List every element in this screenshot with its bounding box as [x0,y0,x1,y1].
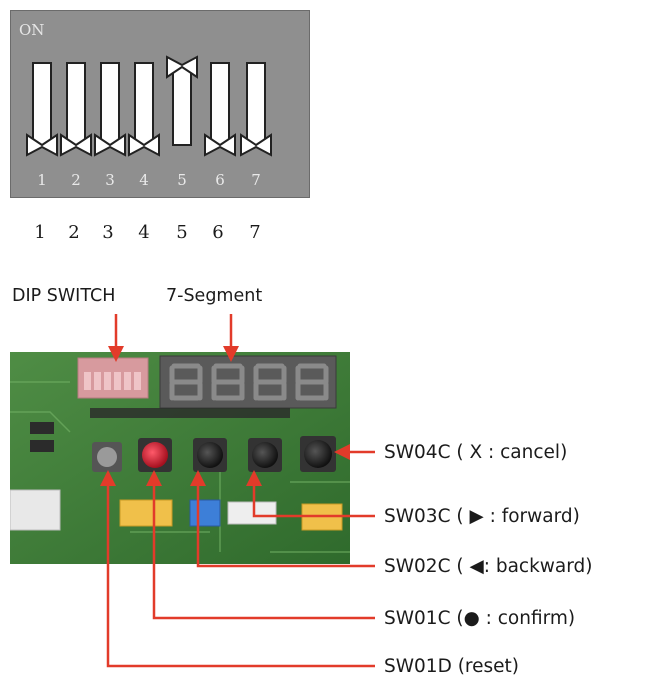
sw02c-prefix: SW02C ( [384,556,464,577]
dip-switch-levers [26,55,272,157]
board-connector-yellow [119,499,173,527]
dip-inner-number-5: 5 [177,171,187,189]
sw03c-suffix: : forward) [489,506,580,527]
sw01d-callout: SW01D (reset) [384,656,519,677]
sw04c-callout: SW04C ( X : cancel) [384,442,568,463]
control-board-illustration [10,352,350,564]
backward-triangle-icon: ◀ [469,556,484,577]
dip-outer-number-3: 3 [102,222,114,243]
sw03c-callout: SW03C ( ▶ : forward) [384,506,580,527]
dip-switch-panel: ON 1 2 3 4 [10,10,310,198]
dip-outer-number-5: 5 [176,222,188,243]
dip-on-label: ON [19,21,45,39]
dip-switch-1[interactable] [26,62,58,157]
dip-inner-number-2: 2 [71,171,81,189]
sw02c-line [196,482,375,568]
seven-segment-label: 7-Segment [166,286,263,306]
dip-outer-number-1: 1 [34,222,46,243]
sw03c-arrowhead [246,470,262,486]
sw03c-line [252,482,375,518]
sw01c-arrowhead [146,470,162,486]
dip-outer-number-2: 2 [68,222,80,243]
dip-inner-number-1: 1 [37,171,47,189]
dip-switch-arrowhead [108,346,124,362]
dip-outer-number-6: 6 [212,222,224,243]
dip-inner-number-7: 7 [251,171,261,189]
dip-inner-number-3: 3 [105,171,115,189]
board-connector-blue [189,499,221,527]
sw02c-arrowhead [190,470,206,486]
control-board-photo [10,352,350,564]
confirm-dot-icon: ● [463,608,480,629]
dip-inner-number-6: 6 [215,171,225,189]
dip-switch-label: DIP SWITCH [12,286,116,306]
sw01c-prefix: SW01C ( [384,608,464,629]
dip-outer-number-7: 7 [249,222,261,243]
dip-switch-6[interactable] [204,62,236,157]
sw03c-prefix: SW03C ( [384,506,464,527]
dip-inner-number-4: 4 [139,171,149,189]
sw04c-arrowhead [334,444,350,460]
dip-switch-2[interactable] [60,62,92,157]
dip-switch-5[interactable] [166,55,198,146]
sw01c-line [152,482,375,620]
dip-switch-3[interactable] [94,62,126,157]
dip-switch-7[interactable] [240,62,272,157]
sw02c-suffix: : backward) [483,556,593,577]
dip-outer-number-4: 4 [138,222,150,243]
seven-segment-arrowhead [223,346,239,362]
sw01c-callout: SW01C (● : confirm) [384,608,575,629]
sw02c-callout: SW02C ( ◀: backward) [384,556,593,577]
board-connector-left [10,489,61,531]
sw01c-suffix: : confirm) [485,608,576,629]
sw01d-line [106,482,375,668]
forward-triangle-icon: ▶ [469,506,484,527]
board-connector-white [227,501,277,525]
dip-switch-4[interactable] [128,62,160,157]
sw01d-arrowhead [100,470,116,486]
